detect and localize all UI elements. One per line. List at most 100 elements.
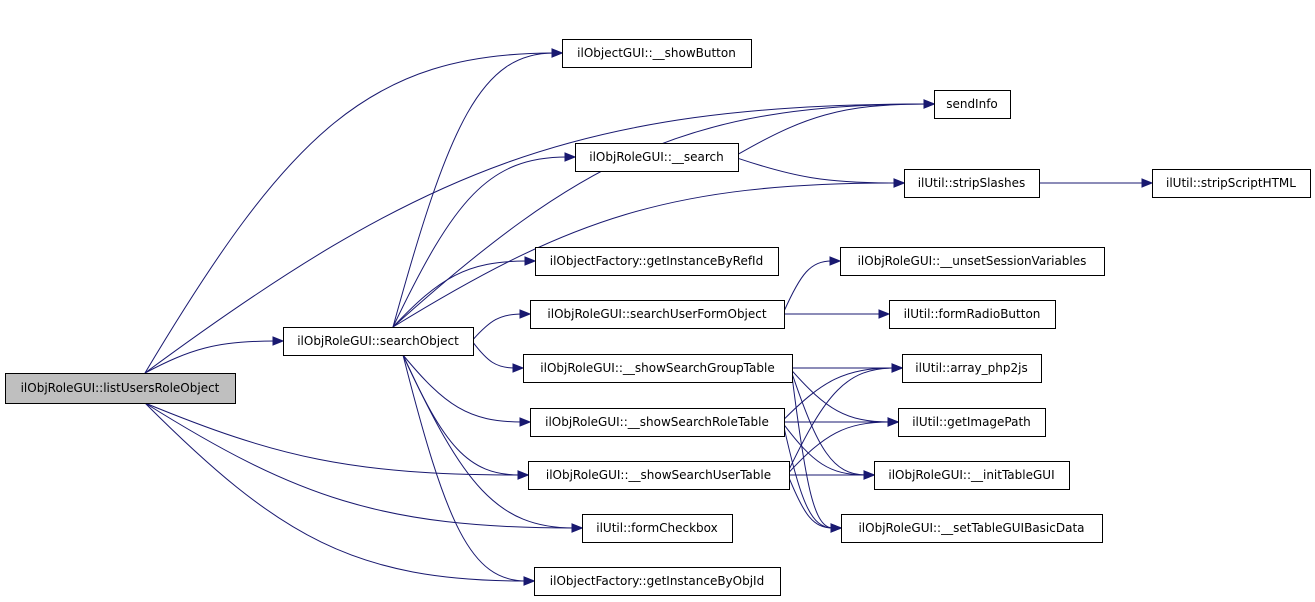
- node-label: ilObjectFactory::getInstanceByRefId: [550, 254, 763, 268]
- node-box[interactable]: [534, 567, 781, 596]
- edge-show-search-user-table-to-array-php2js: [788, 367, 895, 470]
- edge-show-search-group-table-to-init-table-gui: [791, 373, 867, 476]
- arrowhead-icon: [830, 523, 843, 533]
- node-root[interactable]: ilObjRoleGUI::listUsersRoleObject: [5, 373, 236, 404]
- edge-root-to-show-button: [144, 52, 555, 374]
- node-label: ilObjectGUI::__showButton: [577, 46, 736, 60]
- arrowhead-icon: [571, 523, 584, 533]
- node-label: ilUtil::formRadioButton: [904, 307, 1041, 321]
- node-strip-slashes[interactable]: ilUtil::stripSlashes: [904, 169, 1040, 198]
- node-show-search-group-table[interactable]: ilObjRoleGUI::__showSearchGroupTable: [523, 354, 793, 383]
- node-box[interactable]: [1152, 169, 1311, 198]
- edge-show-search-user-table-to-get-image-path: [788, 421, 891, 473]
- node-show-search-user-table[interactable]: ilObjRoleGUI::__showSearchUserTable: [528, 461, 790, 490]
- node-strip-script-html[interactable]: ilUtil::stripScriptHTML: [1152, 169, 1311, 198]
- edge-show-search-role-table-to-init-table-gui: [783, 424, 867, 476]
- arrowhead-icon: [893, 178, 906, 188]
- node-label: ilObjRoleGUI::__showSearchUserTable: [546, 468, 771, 482]
- node-label: ilObjRoleGUI::__showSearchGroupTable: [540, 361, 774, 375]
- node-show-search-role-table[interactable]: ilObjRoleGUI::__showSearchRoleTable: [530, 408, 785, 437]
- node-box[interactable]: [934, 90, 1011, 119]
- node-label: sendInfo: [946, 97, 998, 111]
- node-box[interactable]: [528, 461, 790, 490]
- edge-search-to-strip-slashes: [737, 157, 897, 184]
- node-search-object[interactable]: ilObjRoleGUI::searchObject: [283, 327, 474, 356]
- node-label: ilUtil::stripSlashes: [918, 176, 1026, 190]
- arrowhead-icon: [878, 309, 891, 319]
- edge-search-object-to-show-search-group-table: [472, 342, 516, 369]
- edge-search-object-to-show-search-role-table: [402, 354, 523, 423]
- node-search-user-form-object[interactable]: ilObjRoleGUI::searchUserFormObject: [530, 300, 785, 329]
- node-box[interactable]: [898, 408, 1046, 437]
- arrowhead-icon: [517, 470, 530, 480]
- arrowhead-icon: [519, 309, 532, 319]
- node-label: ilObjRoleGUI::__showSearchRoleTable: [545, 415, 769, 429]
- arrowhead-icon: [523, 576, 536, 586]
- node-box[interactable]: [535, 247, 779, 276]
- node-box[interactable]: [530, 300, 785, 329]
- node-get-image-path[interactable]: ilUtil::getImagePath: [898, 408, 1046, 437]
- node-send-info[interactable]: sendInfo: [934, 90, 1011, 119]
- node-box[interactable]: [5, 373, 236, 404]
- edge-search-object-to-strip-slashes: [392, 182, 897, 328]
- node-box[interactable]: [902, 354, 1042, 383]
- node-label: ilObjRoleGUI::__search: [589, 150, 724, 164]
- arrowhead-icon: [272, 336, 285, 346]
- node-box[interactable]: [840, 247, 1105, 276]
- node-init-table-gui[interactable]: ilObjRoleGUI::__initTableGUI: [874, 461, 1070, 490]
- edge-root-to-get-instance-by-obj-id: [144, 402, 527, 582]
- node-label: ilObjRoleGUI::searchObject: [297, 334, 459, 348]
- node-label: ilUtil::stripScriptHTML: [1166, 176, 1296, 190]
- arrowhead-icon: [512, 363, 525, 373]
- node-label: ilObjRoleGUI::__setTableGUIBasicData: [858, 521, 1084, 535]
- node-label: ilObjRoleGUI::__initTableGUI: [888, 468, 1054, 482]
- arrowhead-icon: [1141, 178, 1154, 188]
- edge-search-object-to-search-user-form-object: [472, 313, 523, 340]
- node-form-checkbox[interactable]: ilUtil::formCheckbox: [582, 514, 733, 543]
- edge-search-object-to-get-instance-by-obj-id: [402, 354, 527, 582]
- arrowhead-icon: [829, 256, 842, 266]
- arrowhead-icon: [564, 152, 577, 162]
- edge-show-search-role-table-to-set-table-guibasic-data: [783, 427, 834, 529]
- edge-search-to-send-info: [737, 103, 927, 155]
- edge-show-search-user-table-to-set-table-guibasic-data: [788, 477, 834, 529]
- node-get-instance-by-ref-id[interactable]: ilObjectFactory::getInstanceByRefId: [535, 247, 779, 276]
- node-box[interactable]: [283, 327, 474, 356]
- node-label: ilObjRoleGUI::listUsersRoleObject: [21, 381, 220, 395]
- node-box[interactable]: [575, 143, 739, 172]
- node-label: ilUtil::array_php2js: [915, 361, 1027, 375]
- arrowhead-icon: [519, 417, 532, 427]
- arrowhead-icon: [923, 99, 936, 109]
- node-box[interactable]: [562, 39, 752, 68]
- edge-show-search-role-table-to-array-php2js: [783, 367, 895, 420]
- edge-root-to-form-checkbox: [144, 402, 575, 529]
- edge-root-to-show-search-user-table: [144, 402, 521, 476]
- node-array-php2js[interactable]: ilUtil::array_php2js: [902, 354, 1042, 383]
- node-unset-session-variables[interactable]: ilObjRoleGUI::__unsetSessionVariables: [840, 247, 1105, 276]
- node-set-table-guibasic-data[interactable]: ilObjRoleGUI::__setTableGUIBasicData: [841, 514, 1103, 543]
- node-search[interactable]: ilObjRoleGUI::__search: [575, 143, 739, 172]
- node-form-radio-button[interactable]: ilUtil::formRadioButton: [889, 300, 1056, 329]
- node-label: ilObjRoleGUI::__unsetSessionVariables: [858, 254, 1087, 268]
- node-label: ilUtil::formCheckbox: [596, 521, 718, 535]
- arrowhead-icon: [891, 363, 904, 373]
- arrowhead-icon: [551, 48, 564, 58]
- edge-search-object-to-send-info: [392, 103, 927, 328]
- node-box[interactable]: [874, 461, 1070, 490]
- edge-search-object-to-get-instance-by-ref-id: [392, 260, 528, 328]
- edge-search-object-to-form-checkbox: [402, 354, 575, 529]
- node-box[interactable]: [582, 514, 733, 543]
- edge-search-object-to-search: [392, 156, 568, 328]
- node-show-button[interactable]: ilObjectGUI::__showButton: [562, 39, 752, 68]
- nodes-layer: ilObjRoleGUI::listUsersRoleObjectilObjRo…: [5, 39, 1311, 596]
- node-box[interactable]: [523, 354, 793, 383]
- node-label: ilUtil::getImagePath: [912, 415, 1031, 429]
- node-box[interactable]: [530, 408, 785, 437]
- arrowhead-icon: [524, 256, 537, 266]
- node-box[interactable]: [889, 300, 1056, 329]
- node-get-instance-by-obj-id[interactable]: ilObjectFactory::getInstanceByObjId: [534, 567, 781, 596]
- node-box[interactable]: [904, 169, 1040, 198]
- arrowhead-icon: [887, 417, 900, 427]
- node-box[interactable]: [841, 514, 1103, 543]
